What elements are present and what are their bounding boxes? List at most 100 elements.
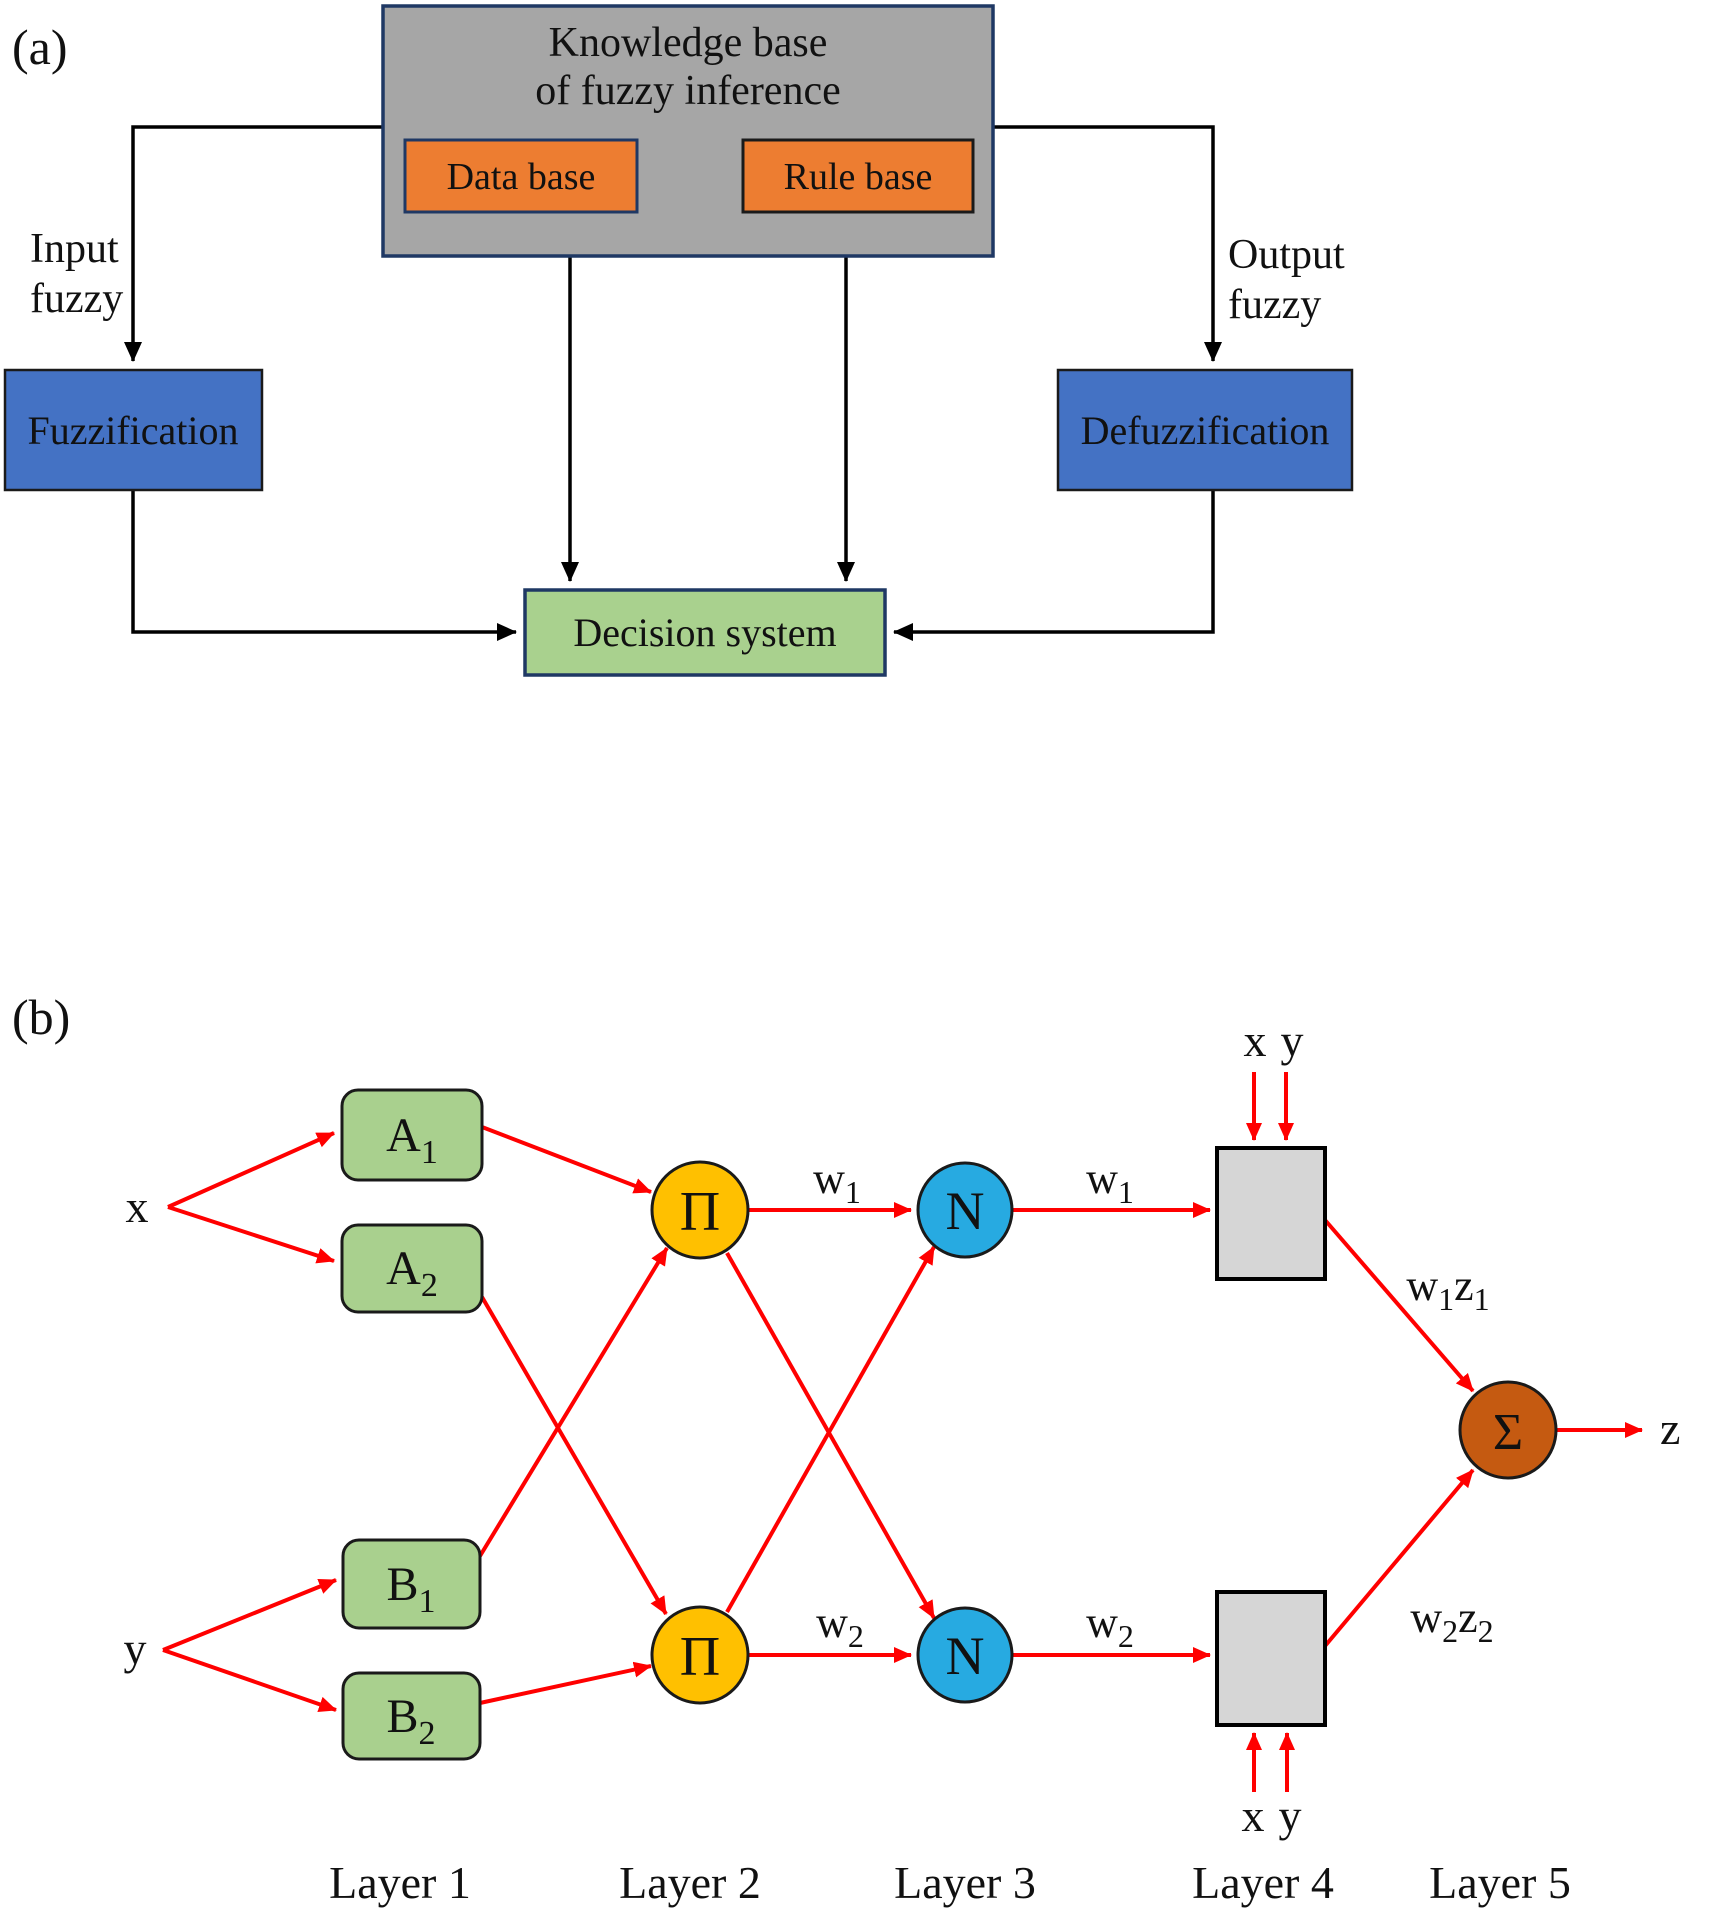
node-a2-main: A — [386, 1242, 421, 1295]
knowledge-base-rect — [381, 4, 995, 258]
layer-captions: Layer 1 Layer 2 Layer 3 Layer 4 Layer 5 — [329, 1857, 1571, 1908]
node-a2-sub: 2 — [421, 1267, 438, 1304]
edge-box4a-to-sigma — [1323, 1218, 1475, 1393]
edge-kb-to-defuzzification — [993, 125, 1222, 362]
node-a2-rect — [340, 1223, 484, 1314]
aux-y-bottom-label: y — [1279, 1790, 1302, 1841]
edge-x-to-a1 — [167, 1131, 335, 1209]
label-w2-a-main: w — [816, 1598, 848, 1647]
label-w1z1-w: w — [1406, 1261, 1438, 1310]
node-n2-circle — [916, 1606, 1014, 1704]
output-fuzzy-label-line2: fuzzy — [1228, 282, 1321, 328]
label-w1-a-main: w — [813, 1154, 845, 1203]
decision-system-rect — [523, 588, 887, 677]
layer5-caption: Layer 5 — [1429, 1857, 1571, 1908]
edge-pi2-to-n1 — [725, 1246, 936, 1613]
node-b2-label: B2 — [386, 1690, 435, 1752]
edge-a1-to-pi1 — [481, 1125, 652, 1194]
label-w2z2-ws: 2 — [1442, 1613, 1458, 1649]
label-w2-b: w2 — [1086, 1598, 1134, 1654]
edge-kb-to-fuzzification — [124, 125, 383, 362]
node-pi1-circle — [650, 1160, 750, 1260]
node-sigma-label: Σ — [1493, 1404, 1523, 1461]
input-fuzzy-label-line1: Input — [30, 226, 119, 272]
layer1-nodes: A1 A2 B1 B2 — [340, 1088, 484, 1761]
data-base-label: Data base — [447, 156, 596, 198]
edge-b2-to-pi2 — [479, 1661, 652, 1705]
node-b1-label: B1 — [386, 1558, 435, 1620]
aux-input-labels: x y x y — [1242, 1015, 1304, 1841]
node-n1-circle — [916, 1161, 1014, 1259]
node-b2-main: B — [386, 1690, 418, 1743]
node-a1-main: A — [386, 1109, 421, 1162]
rule-base-rect — [741, 138, 975, 214]
edge-x-to-a2 — [167, 1205, 335, 1264]
layer2-nodes: Π Π — [650, 1160, 750, 1705]
panel-b-label: (b) — [12, 989, 70, 1045]
edge-fuzzification-to-decision — [131, 490, 517, 641]
input-fuzzy-label-line2: fuzzy — [30, 276, 123, 322]
label-w2-b-main: w — [1086, 1598, 1118, 1647]
label-w1-a-sub: 1 — [845, 1174, 861, 1210]
edge-y-to-b2 — [162, 1648, 337, 1712]
weight-labels: w1 w1 w2 w2 w1z1 w2z2 — [813, 1154, 1494, 1654]
knowledge-base-title-line1: Knowledge base — [549, 20, 828, 66]
aux-y-top-label: y — [1281, 1015, 1304, 1066]
edge-box4b-to-sigma — [1323, 1468, 1475, 1648]
label-w2z2: w2z2 — [1410, 1593, 1493, 1649]
node-a1-rect — [340, 1088, 484, 1182]
label-w2-a: w2 — [816, 1598, 864, 1654]
label-w2z2-w: w — [1410, 1593, 1442, 1642]
panel-a: (a) Knowledge base of fuzzy inference Da… — [3, 4, 1354, 677]
label-w1z1-zs: 1 — [1474, 1281, 1490, 1317]
input-y-label: y — [124, 1623, 147, 1674]
edge-pi1-to-n2 — [725, 1252, 936, 1619]
panel-a-connectors — [124, 125, 1222, 641]
label-w2-a-sub: 2 — [848, 1618, 864, 1654]
rule-base-label: Rule base — [784, 156, 933, 198]
label-w1z1-z: z — [1454, 1261, 1474, 1310]
edge-a2-to-pi2 — [480, 1295, 668, 1616]
node-pi1-label: Π — [680, 1181, 720, 1243]
node-b1-main: B — [386, 1558, 418, 1611]
label-w1-b: w1 — [1086, 1154, 1134, 1210]
knowledge-base-title-line2: of fuzzy inference — [535, 68, 840, 114]
output-fuzzy-label-line1: Output — [1228, 232, 1345, 278]
node-box4b-rect — [1215, 1590, 1327, 1727]
node-n1-label: N — [946, 1181, 985, 1241]
label-w1z1: w1z1 — [1406, 1261, 1489, 1317]
label-w1-b-main: w — [1086, 1154, 1118, 1203]
layer3-caption: Layer 3 — [894, 1857, 1036, 1908]
node-b1-sub: 1 — [419, 1583, 436, 1620]
node-pi2-label: Π — [680, 1626, 720, 1688]
flow-labels: Input fuzzy Output fuzzy — [30, 226, 1345, 328]
label-w2z2-zs: 2 — [1478, 1613, 1494, 1649]
edge-y-to-b1 — [162, 1578, 337, 1652]
decision-system-label: Decision system — [573, 610, 836, 655]
node-a2-label: A2 — [386, 1242, 438, 1304]
defuzzification-label: Defuzzification — [1081, 408, 1330, 453]
output-z-label: z — [1660, 1403, 1680, 1454]
node-a1-sub: 1 — [421, 1134, 438, 1171]
node-box4a-rect — [1215, 1146, 1327, 1281]
layer2-caption: Layer 2 — [619, 1857, 761, 1908]
label-w1z1-ws: 1 — [1438, 1281, 1454, 1317]
knowledge-base-box: Knowledge base of fuzzy inference Data b… — [381, 4, 995, 258]
layer4-caption: Layer 4 — [1192, 1857, 1334, 1908]
input-x-label: x — [126, 1181, 149, 1232]
edge-defuzzification-to-decision — [893, 490, 1215, 641]
fuzzification-rect — [3, 368, 264, 492]
defuzzification-rect — [1056, 368, 1354, 492]
node-n2-label: N — [946, 1626, 985, 1686]
aux-x-bottom-label: x — [1242, 1790, 1265, 1841]
label-w1-a: w1 — [813, 1154, 861, 1210]
edge-b1-to-pi1 — [478, 1246, 669, 1558]
node-b1-rect — [341, 1538, 482, 1630]
node-b2-rect — [341, 1671, 482, 1761]
layer1-caption: Layer 1 — [329, 1857, 471, 1908]
node-a1-label: A1 — [386, 1109, 438, 1171]
layer3-nodes: N N — [916, 1161, 1014, 1704]
fuzzification-label: Fuzzification — [27, 408, 238, 453]
